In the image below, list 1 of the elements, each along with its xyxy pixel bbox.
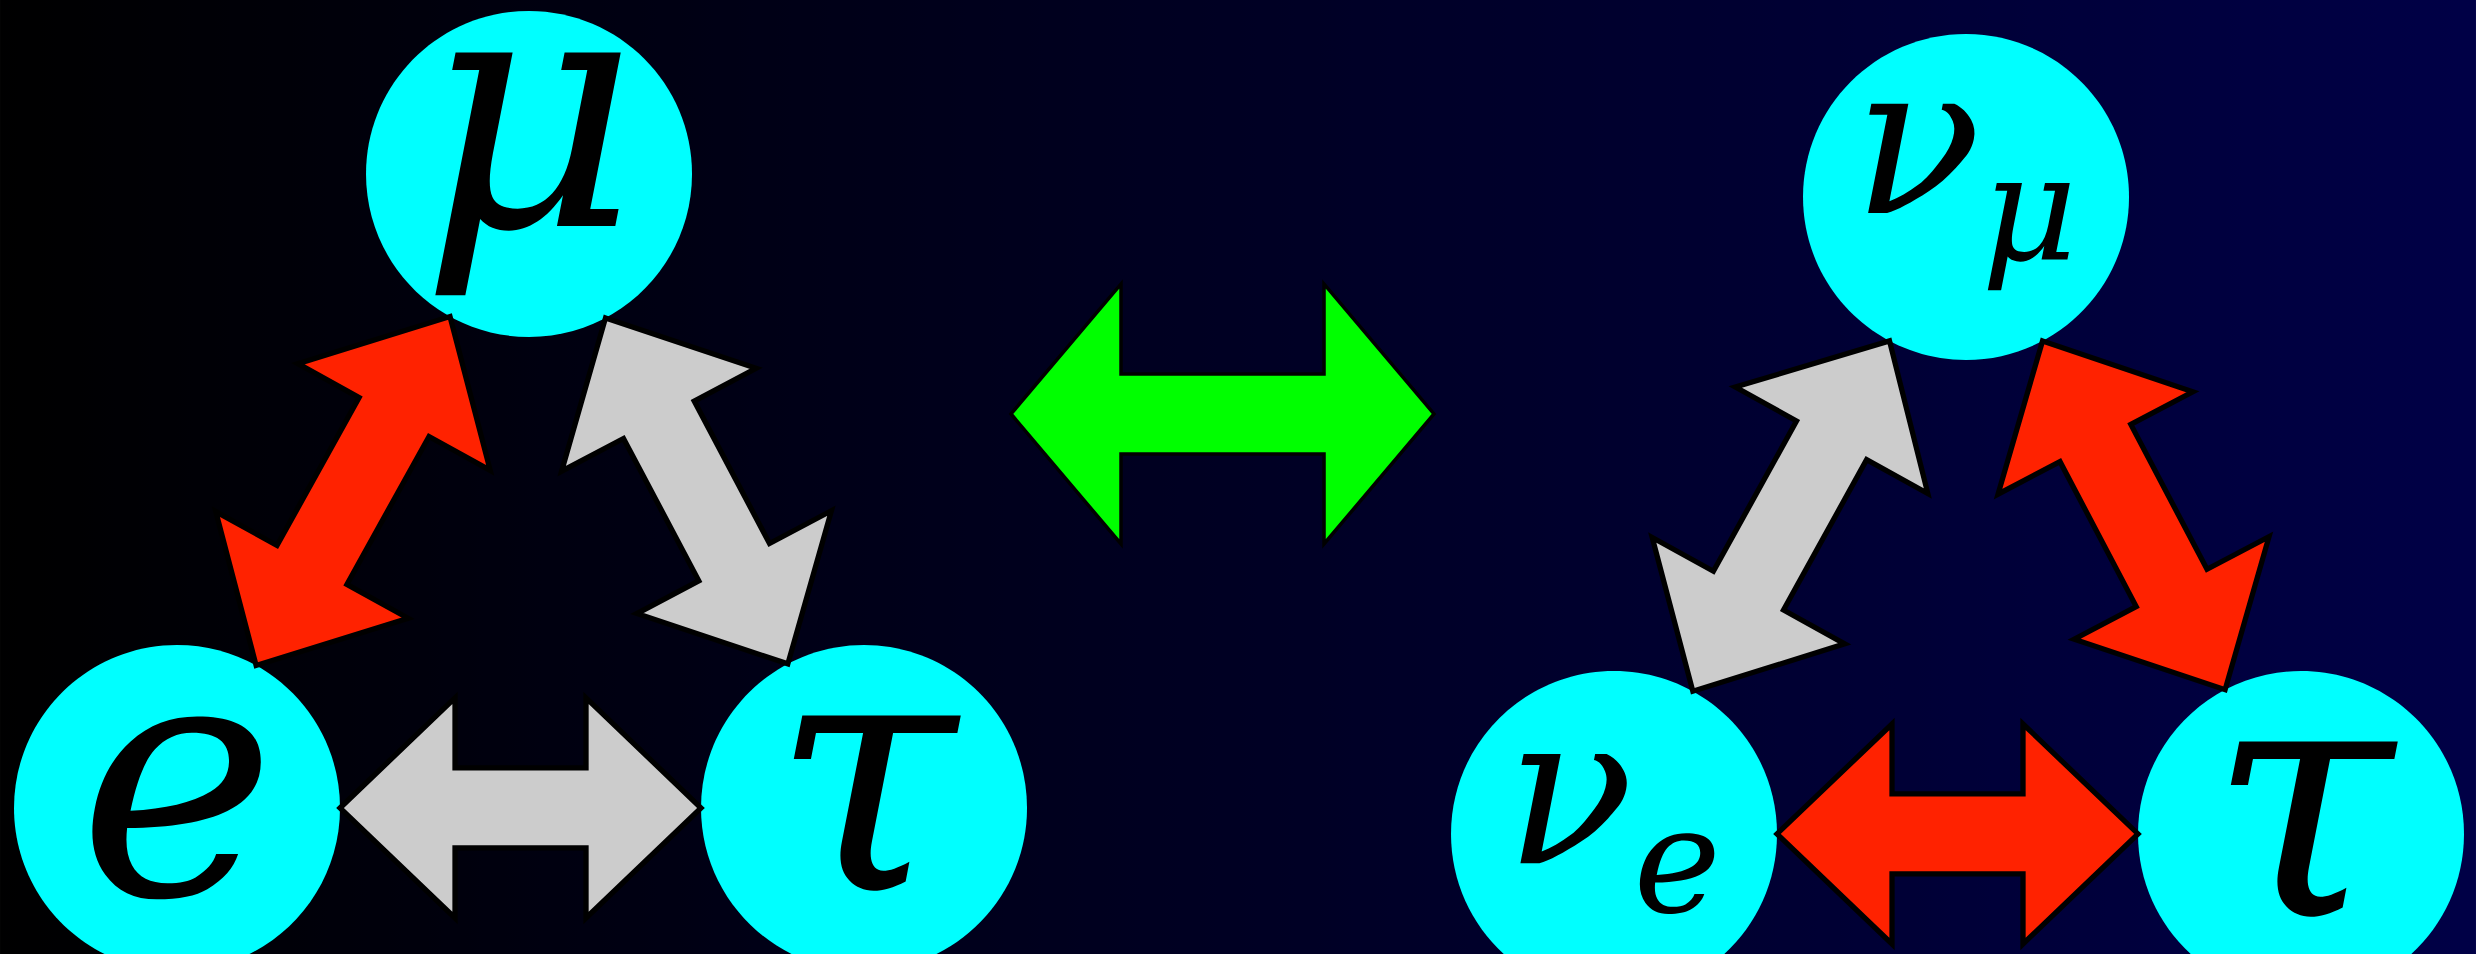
double-arrow <box>211 313 495 669</box>
